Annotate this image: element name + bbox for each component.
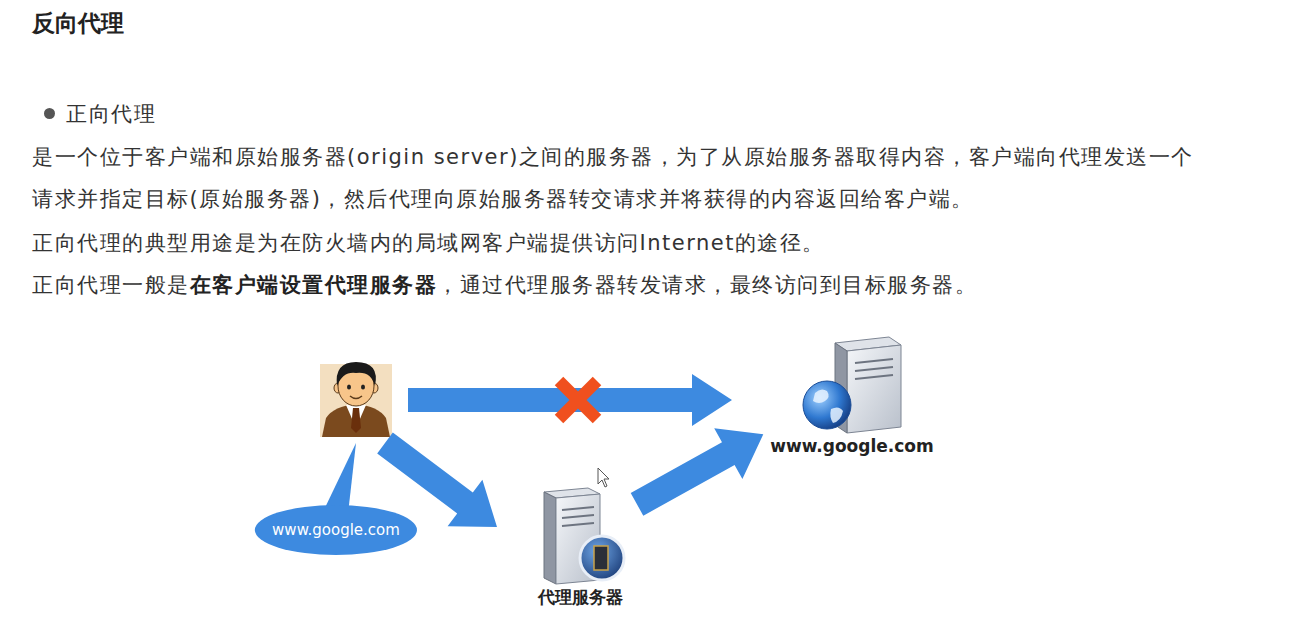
person-hair [337,362,376,386]
person-eye [347,385,351,390]
person-mouth [350,396,362,399]
person-tie [351,408,361,433]
server-icon [530,486,630,586]
server-front [847,345,901,433]
body-text: ，通过代理服务器转发请求，最终访问到目标服务器。 [437,270,977,300]
server-slots [562,507,594,526]
door [594,546,608,570]
body-text: 正向代理一般是 [32,270,190,300]
bubble-text: www.google.com [254,504,418,556]
server-side [544,492,556,584]
emphasis-text: 在客户端设置代理服务器 [190,270,438,300]
node-caption: www.google.com [770,435,933,457]
blocked-cross [559,381,597,419]
bullet-heading: 正向代理 [66,99,156,129]
bubble-tail [322,443,356,514]
body-text: 正向代理的典型用途是为在防火墙内的局域网客户端提供访问Internet的途径。 [32,228,825,258]
person-suit [322,404,390,437]
blocked-arrow [408,374,732,426]
person-icon [320,362,392,437]
server-icon [797,335,907,435]
request-arrow [377,433,497,527]
person-frame [320,364,392,437]
cross-stroke [559,381,597,419]
globe-land [813,389,843,423]
mouse-cursor [598,468,609,487]
bullet-dot [44,108,55,119]
block-arrow [631,428,764,515]
server-slots [855,359,893,379]
page-title: 反向代理 [32,8,124,38]
cross-stroke [559,381,597,419]
body-text: 请求并指定目标(原始服务器)，然后代理向原始服务器转交请求并将获得的内容返回给客… [32,184,974,214]
speech-bubble: www.google.com [254,504,418,556]
node-caption: 代理服务器 [530,586,630,608]
target-server: www.google.com [770,335,933,457]
proxy-server: 代理服务器 [530,486,630,608]
body-text: 是一个位于客户端和原始服务器(origin server)之间的服务器，为了从原… [32,142,1194,172]
globe [580,536,624,580]
globe [803,381,851,429]
person-eye [361,385,365,390]
